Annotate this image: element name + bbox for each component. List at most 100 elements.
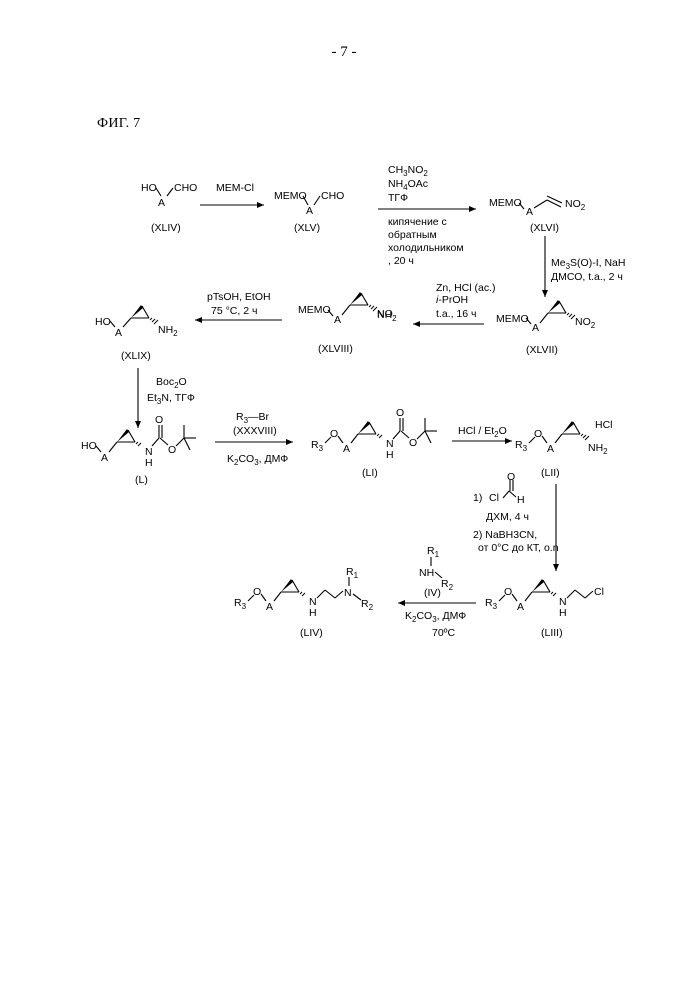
atom-label: HO: [141, 182, 157, 194]
compound-xliv: HO A CHO (XLIV): [141, 182, 197, 234]
reagent-step8: HCl / Et2O: [458, 425, 507, 439]
atom-label: Cl: [594, 586, 604, 598]
reagent-text: кипячение с: [388, 216, 447, 228]
atom-label: CHO: [174, 182, 197, 194]
atom-label: H: [517, 494, 525, 506]
atom-label: MEMO: [496, 313, 529, 325]
compound-label: (XLVII): [526, 344, 558, 356]
atom-label: A: [101, 452, 108, 464]
atom-label: A: [306, 205, 313, 217]
atom-label: O: [330, 428, 338, 440]
svg-text:R3: R3: [311, 439, 324, 453]
reagent-step9: 1) Cl O H ДХМ, 4 ч 2) NaBH3CN, от 0°C до…: [473, 471, 559, 554]
svg-text:Boc2O: Boc2O: [156, 376, 187, 390]
reagent-text: (XXXVIII): [233, 425, 277, 437]
compound-label: (LIV): [300, 627, 323, 639]
atom-label: A: [115, 327, 122, 339]
svg-text:R2: R2: [441, 578, 454, 592]
reagent-step2: CH3NO2 NH4OAc ТГФ кипячение с обратным х…: [388, 164, 464, 267]
reagent-text: 2) NaBH3CN,: [473, 529, 537, 541]
atom-label: A: [532, 322, 539, 334]
compound-label: (XLVIII): [318, 343, 353, 355]
atom-label: MEMO: [274, 190, 307, 202]
svg-text:NO2: NO2: [565, 198, 586, 212]
reagent-step7: R3—Br (XXXVIII) K2CO3, ДМФ: [227, 411, 288, 467]
compound-label: (L): [135, 474, 148, 486]
atom-label: Cl: [489, 492, 499, 504]
compound-xlv: MEMO A CHO (XLV): [274, 190, 344, 234]
reagent-step5: pTsOH, EtOH 75 °C, 2 ч: [207, 291, 271, 317]
reagent-step1: MEM-Cl: [216, 182, 254, 194]
atom-label: H: [145, 457, 153, 469]
svg-text:R3: R3: [234, 597, 247, 611]
compound-liii: R3 O A N H Cl (LIII): [485, 579, 604, 639]
atom-label: A: [547, 443, 554, 455]
reagent-step4: Zn, HCl (ac.) i-PrOH t.a., 16 ч: [436, 282, 496, 320]
reagent-step3: Me3S(O)-I, NaH ДМСО, t.a., 2 ч: [551, 257, 625, 283]
svg-text:NO2: NO2: [575, 316, 596, 330]
svg-text:K2CO3, ДМФ: K2CO3, ДМФ: [405, 610, 466, 624]
atom-label: O: [155, 414, 163, 426]
compound-xlix: HO A NH2 (XLIX): [95, 305, 178, 362]
compound-li: R3 O A N H O O (LI): [311, 407, 437, 479]
reagent-text: обратным: [388, 229, 437, 241]
atom-label: O: [396, 407, 404, 419]
reagent-text: от 0°C до КТ, o.n: [478, 542, 559, 554]
svg-text:NH2: NH2: [377, 309, 397, 323]
svg-text:R3: R3: [515, 439, 528, 453]
atom-label: A: [526, 206, 533, 218]
reagent-text: холодильником: [388, 242, 464, 254]
atom-label: O: [504, 586, 512, 598]
compound-liv: R3 O A N H N R1 R2 (LIV): [234, 566, 374, 639]
reagent-text: 1): [473, 492, 482, 504]
compound-label: (XLIV): [151, 222, 181, 234]
svg-text:R2: R2: [361, 598, 374, 612]
svg-text:R3—Br: R3—Br: [236, 411, 270, 425]
svg-text:HCl / Et2O: HCl / Et2O: [458, 425, 507, 439]
atom-label: O: [253, 586, 261, 598]
svg-text:NH2: NH2: [588, 442, 608, 456]
svg-text:R1: R1: [346, 566, 359, 580]
svg-text:R1: R1: [427, 545, 440, 559]
reagent-text: ТГФ: [388, 192, 408, 204]
compound-label: (LI): [362, 467, 378, 479]
atom-label: N: [344, 587, 352, 599]
atom-label: H: [309, 607, 317, 619]
reagent-text: ДМСО, t.a., 2 ч: [551, 271, 623, 283]
atom-label: A: [343, 443, 350, 455]
atom-label: A: [266, 601, 273, 613]
svg-text:Me3S(O)-I, NaH: Me3S(O)-I, NaH: [551, 257, 625, 271]
compound-xlvi: MEMO A NO2 (XLVI): [489, 196, 586, 234]
svg-text:R3: R3: [485, 597, 498, 611]
compound-label: (XLIX): [121, 350, 151, 362]
compound-label: (LII): [541, 467, 560, 479]
compound-xlvii: MEMO A NO2 (XLVII): [496, 300, 596, 356]
svg-text:NH4OAc: NH4OAc: [388, 178, 428, 192]
atom-label: HO: [81, 440, 97, 452]
reagent-step10: R1 NH R2 (IV) K2CO3, ДМФ 70ºC: [405, 545, 466, 639]
compound-xlviii: MEMO A NO NH2 (XLVIII): [298, 292, 397, 355]
reagent-text: 75 °C, 2 ч: [211, 305, 257, 317]
atom-label: HCl: [595, 419, 613, 431]
atom-label: MEMO: [298, 304, 331, 316]
svg-text:Et3N, ТГФ: Et3N, ТГФ: [147, 392, 195, 406]
atom-label: NH: [419, 567, 434, 579]
reagent-text: t.a., 16 ч: [436, 308, 477, 320]
reagent-step6: Boc2O Et3N, ТГФ: [147, 376, 195, 406]
reagent-text: (IV): [424, 587, 441, 599]
compound-label: (XLVI): [530, 222, 559, 234]
reagent-text: 70ºC: [432, 627, 456, 639]
atom-label: CHO: [321, 190, 344, 202]
svg-text:CH3NO2: CH3NO2: [388, 164, 428, 178]
reagent-text: pTsOH, EtOH: [207, 291, 271, 303]
reagent-text: Zn, HCl (ac.): [436, 282, 496, 294]
atom-label: O: [409, 437, 417, 449]
svg-text:NH2: NH2: [158, 324, 178, 338]
atom-label: H: [386, 449, 394, 461]
atom-label: A: [334, 314, 341, 326]
atom-label: MEMO: [489, 197, 522, 209]
atom-label: H: [559, 607, 567, 619]
atom-label: O: [534, 428, 542, 440]
atom-label: O: [168, 444, 176, 456]
